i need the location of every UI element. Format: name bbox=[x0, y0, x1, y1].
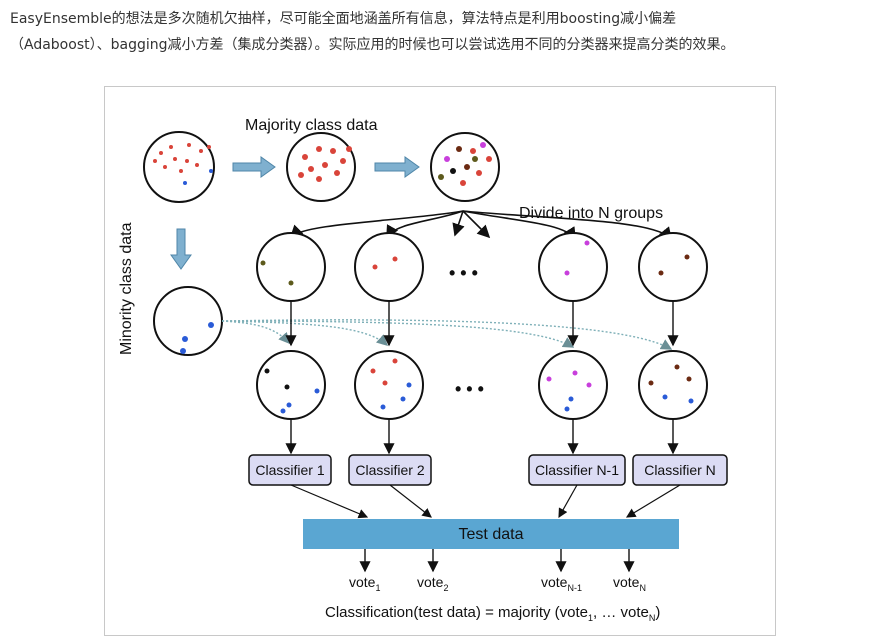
merged-1-circle bbox=[256, 350, 326, 420]
vote-2-label: vote2 bbox=[417, 574, 448, 593]
group-n-circle bbox=[638, 232, 708, 302]
group-down-arrows bbox=[285, 301, 679, 347]
divide-fan-arrows bbox=[289, 210, 673, 241]
group-1-circle bbox=[256, 232, 326, 302]
vote-n-label: voteN bbox=[613, 574, 646, 593]
merged-ellipsis: • • • bbox=[455, 379, 484, 399]
classifier-n-label: Classifier N bbox=[644, 462, 716, 478]
divide-groups-label: Divide into N groups bbox=[519, 205, 663, 222]
to-test-data-arrows bbox=[290, 484, 681, 519]
group-n-1-circle bbox=[538, 232, 608, 302]
classifier-n-1-label: Classifier N-1 bbox=[535, 462, 619, 478]
minority-down-arrow bbox=[170, 228, 192, 270]
description-line-2: （Adaboost）、bagging减小方差（集成分类器）。实际应用的时候也可以… bbox=[10, 37, 735, 53]
classifier-2-box: Classifier 2 bbox=[348, 454, 432, 486]
to-classifier-arrows bbox=[285, 419, 679, 455]
split-arrow bbox=[374, 156, 420, 178]
classifier-1-label: Classifier 1 bbox=[255, 462, 324, 478]
classification-formula: Classification(test data) = majority (vo… bbox=[325, 604, 660, 623]
full-data-circle bbox=[143, 131, 215, 203]
groups-ellipsis: • • • bbox=[449, 263, 478, 283]
minority-merge-links bbox=[221, 319, 673, 350]
description-line-1: EasyEnsemble的想法是多次随机欠抽样，尽可能全面地涵盖所有信息，算法特… bbox=[10, 11, 677, 27]
merged-n-circle bbox=[638, 350, 708, 420]
classifier-2-label: Classifier 2 bbox=[355, 462, 424, 478]
majority-class-label: Majority class data bbox=[245, 117, 378, 134]
easyensemble-diagram: Majority class data Divide into N groups… bbox=[104, 86, 776, 636]
description-paragraph: EasyEnsemble的想法是多次随机欠抽样，尽可能全面地涵盖所有信息，算法特… bbox=[10, 6, 870, 58]
vote-1-label: vote1 bbox=[349, 574, 380, 593]
vote-arrows bbox=[359, 549, 635, 573]
classifier-n-1-box: Classifier N-1 bbox=[528, 454, 626, 486]
minority-data-circle bbox=[153, 286, 223, 356]
merged-n-1-circle bbox=[538, 350, 608, 420]
test-data-bar: Test data bbox=[303, 519, 679, 549]
classifier-1-box: Classifier 1 bbox=[248, 454, 332, 486]
undersample-arrow bbox=[232, 156, 276, 178]
merged-2-circle bbox=[354, 350, 424, 420]
vote-n-1-label: voteN-1 bbox=[541, 574, 582, 593]
minority-class-label: Minority class data bbox=[118, 222, 135, 355]
group-2-circle bbox=[354, 232, 424, 302]
majority-split-circle bbox=[430, 132, 500, 202]
diagram-canvas: Majority class data Divide into N groups… bbox=[118, 117, 728, 623]
majority-data-circle bbox=[286, 132, 356, 202]
classifier-n-box: Classifier N bbox=[632, 454, 728, 486]
test-data-label: Test data bbox=[459, 526, 524, 543]
